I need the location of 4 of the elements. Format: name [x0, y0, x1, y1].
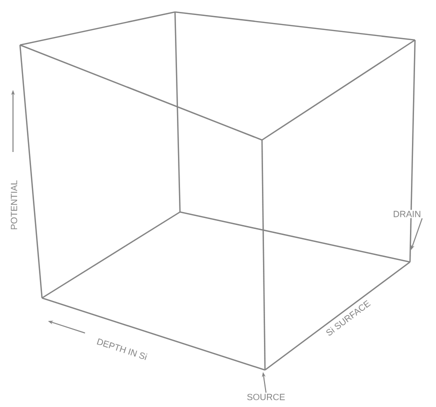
axis-label: DEPTH IN Si	[96, 338, 148, 360]
axis-label: POTENTIAL	[10, 180, 18, 230]
terminal-label: DRAIN	[392, 210, 422, 218]
terminal-label: SOURCE	[246, 392, 286, 402]
